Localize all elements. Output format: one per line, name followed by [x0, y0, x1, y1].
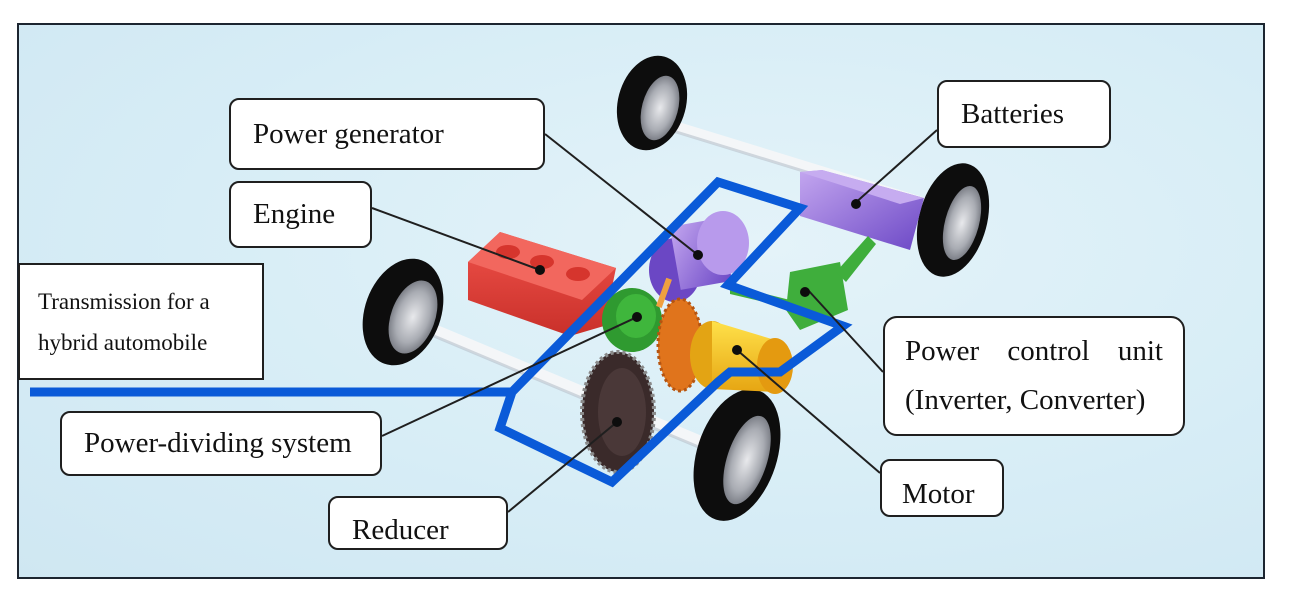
leader-power-control-unit — [807, 289, 884, 373]
dot-reducer — [612, 417, 622, 427]
pointer-dots — [535, 199, 861, 427]
leader-batteries — [852, 129, 938, 206]
label-batteries-text: Batteries — [961, 97, 1065, 130]
reducer-gear — [580, 350, 656, 474]
transmission-outline — [30, 176, 853, 488]
label-power-dividing-system-text: Power-dividing system — [84, 427, 352, 459]
motor-cylinder — [690, 321, 793, 394]
label-engine-text: Engine — [253, 198, 336, 230]
label-batteries: Batteries — [937, 80, 1111, 148]
dot-power-dividing-system — [632, 312, 642, 322]
label-power-control-unit-line-2: (Inverter, Converter) — [905, 384, 1146, 416]
title-line-1: Transmission for a — [38, 288, 210, 314]
dot-batteries — [851, 199, 861, 209]
dot-engine — [535, 265, 545, 275]
label-reducer-text: Reducer — [352, 514, 449, 546]
leader-engine — [371, 207, 541, 271]
leader-power-dividing-system — [381, 316, 638, 437]
label-power-control-unit: Power control unit (Inverter, Converter) — [883, 316, 1185, 436]
pcu-word-2: control — [1007, 335, 1090, 367]
label-power-dividing-system: Power-dividing system — [60, 411, 382, 476]
wheel-front-left — [362, 258, 444, 366]
label-reducer: Reducer — [328, 496, 508, 550]
title-box-transmission: Transmission for a hybrid automobile — [18, 263, 264, 380]
label-engine: Engine — [229, 181, 372, 248]
batteries-block — [800, 170, 924, 250]
wheel-rear-left — [616, 55, 688, 151]
label-motor-text: Motor — [902, 478, 975, 510]
leader-power-generator — [544, 133, 699, 256]
leader-reducer — [507, 421, 618, 513]
pcu-word-3: unit — [1117, 335, 1163, 367]
dot-power-generator — [693, 250, 703, 260]
label-power-control-unit-line-1: Power control unit — [905, 337, 1163, 366]
label-motor: Motor — [880, 459, 1004, 517]
label-power-generator: Power generator — [229, 98, 545, 170]
title-line-2: hybrid automobile — [38, 329, 208, 355]
pcu-word-1: Power — [905, 335, 980, 367]
dot-power-control-unit — [800, 287, 810, 297]
label-power-generator-text: Power generator — [253, 117, 444, 150]
engine-block — [468, 232, 616, 336]
wheel-rear-right — [916, 163, 990, 277]
wheel-front-right — [693, 389, 781, 521]
leader-motor — [736, 349, 881, 474]
dot-motor — [732, 345, 742, 355]
leader-lines — [371, 129, 938, 513]
